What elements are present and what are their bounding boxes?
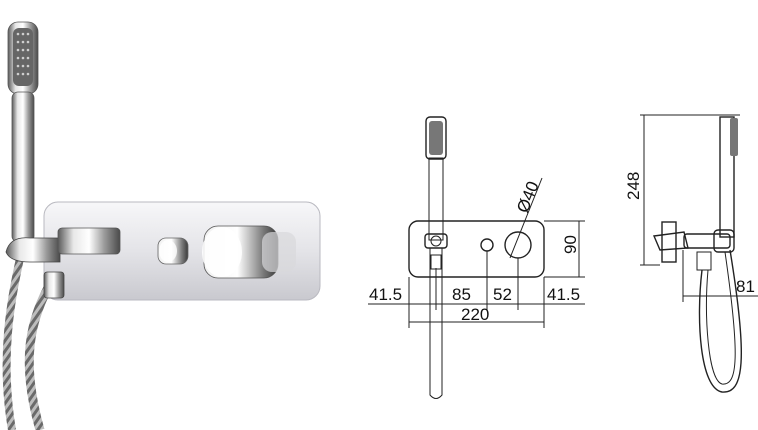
side-view-drawing: 248 81	[624, 114, 758, 393]
wall-outlet	[57, 227, 121, 255]
dim-85: 85	[452, 285, 471, 304]
side-shower-handle	[719, 116, 735, 238]
hose-connector	[43, 271, 65, 299]
diameter-leader	[509, 177, 543, 259]
front-holder	[424, 233, 448, 249]
dim-height-90: 90	[561, 235, 580, 254]
front-large-knob	[504, 231, 532, 259]
dim-right-41-5: 41.5	[547, 285, 580, 304]
side-shower-face	[730, 118, 738, 156]
shower-holder	[5, 237, 61, 263]
side-outlet	[683, 233, 731, 249]
front-shower-handle	[428, 157, 444, 241]
front-plate-outline	[408, 220, 545, 278]
front-small-knob	[480, 238, 494, 252]
shower-hose	[24, 277, 56, 430]
front-hose	[429, 248, 443, 399]
front-shower-face	[429, 121, 443, 155]
dim-52: 52	[493, 285, 512, 304]
side-holder	[713, 229, 735, 253]
side-connector	[696, 251, 712, 271]
product-photo	[2, 21, 321, 430]
dim-diameter: Ø40	[513, 179, 543, 216]
dim-left-41-5: 41.5	[369, 285, 402, 304]
dim-side-248: 248	[624, 172, 643, 200]
front-shower-head	[425, 116, 447, 160]
front-view-drawing: Ø40 90 41.5 85 52 41.5 220	[368, 116, 585, 399]
side-hose-inner	[706, 251, 736, 385]
dim-total-220: 220	[461, 305, 489, 324]
hand-shower-handle	[11, 91, 35, 243]
dim-side-81: 81	[736, 277, 755, 296]
nozzle-dots	[16, 32, 30, 76]
side-hose-outer	[698, 249, 742, 393]
shower-hose-2	[2, 249, 26, 430]
side-mixer-knob	[652, 231, 689, 251]
side-wall-plate	[661, 221, 677, 263]
